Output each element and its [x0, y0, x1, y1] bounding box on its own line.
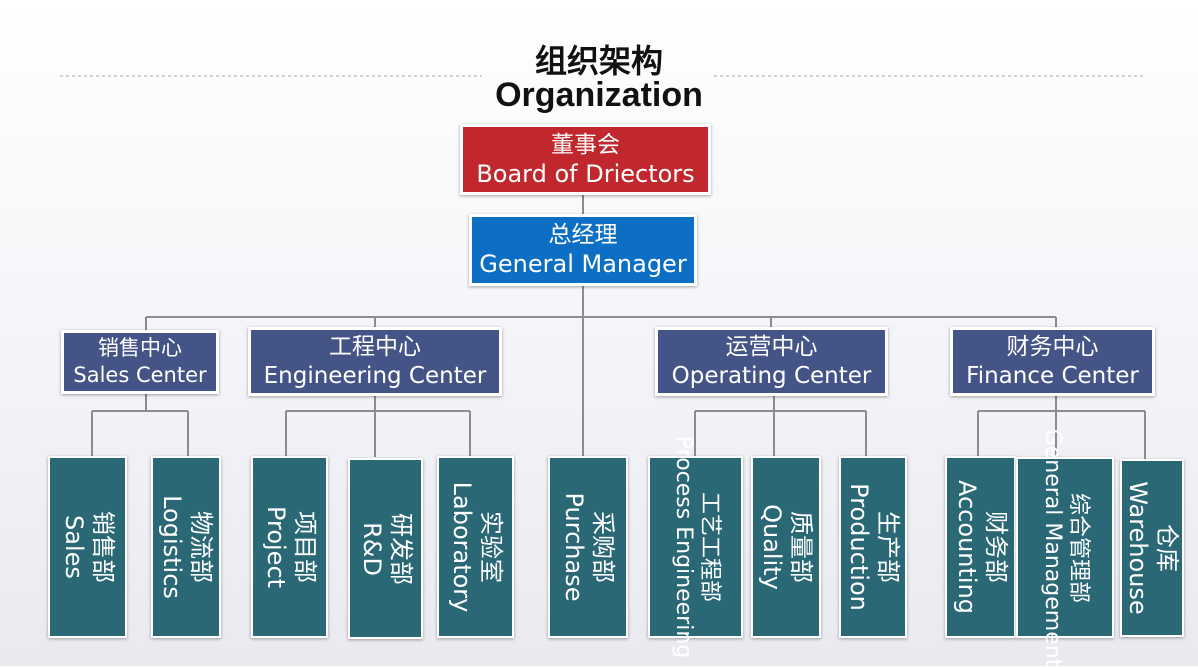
- dept-purchase-cn: 采购部: [589, 510, 617, 583]
- board-label-cn: 董事会: [551, 131, 620, 158]
- dept-warehouse-cn: 仓库: [1153, 523, 1181, 572]
- dept-accounting-cn: 财务部: [981, 510, 1010, 583]
- dept-quality-en: Quality: [758, 504, 786, 590]
- sales-center-cn: 销售中心: [98, 336, 182, 360]
- sales-center-box: 销售中心 Sales Center: [61, 330, 219, 394]
- operating-center-box: 运营中心 Operating Center: [655, 327, 888, 396]
- dept-quality-cn: 质量部: [787, 510, 815, 583]
- dept-process-engineering-en: Process Engineering: [670, 435, 696, 659]
- finance-center-cn: 财务中心: [1006, 333, 1099, 360]
- sales-center-en: Sales Center: [73, 363, 207, 387]
- finance-center-box: 财务中心 Finance Center: [950, 327, 1155, 396]
- dept-project-en: Project: [261, 505, 290, 589]
- engineering-center-cn: 工程中心: [329, 333, 421, 360]
- finance-center-en: Finance Center: [966, 362, 1139, 389]
- dept-rnd-cn: 研发部: [386, 512, 415, 585]
- dept-rnd-en: R&D: [357, 521, 386, 576]
- dept-process-engineering-cn: 工艺工程部: [696, 491, 722, 603]
- dept-sales-cn: 销售部: [88, 511, 117, 583]
- dept-logistics-cn: 物流部: [187, 510, 215, 583]
- dept-production-cn: 生产部: [874, 511, 902, 583]
- title-english: Organization: [495, 76, 703, 114]
- manager-label-en: General Manager: [479, 250, 687, 278]
- dept-accounting-en: Accounting: [952, 479, 981, 615]
- dept-production-en: Production: [845, 483, 873, 611]
- operating-center-en: Operating Center: [671, 362, 872, 389]
- dept-sales-en: Sales: [59, 515, 88, 579]
- general-manager-box: 总经理 General Manager: [469, 214, 697, 286]
- title-chinese: 组织架构: [534, 42, 663, 80]
- dept-laboratory-cn: 实验室: [476, 510, 505, 583]
- engineering-center-box: 工程中心 Engineering Center: [248, 327, 502, 396]
- operating-center-cn: 运营中心: [725, 333, 818, 360]
- board-label-en: Board of Driectors: [476, 159, 695, 188]
- dept-logistics-en: Logistics: [158, 495, 186, 599]
- engineering-center-en: Engineering Center: [263, 362, 487, 389]
- manager-label-cn: 总经理: [548, 222, 618, 248]
- dept-general-management-cn: 综合管理部: [1066, 492, 1091, 603]
- dept-laboratory-en: Laboratory: [447, 481, 476, 613]
- board-of-directors-box: 董事会 Board of Driectors: [460, 124, 711, 195]
- dept-general-management-en: General Management: [1040, 428, 1065, 667]
- dept-purchase-en: Purchase: [560, 492, 588, 602]
- dept-project-cn: 项目部: [290, 511, 319, 583]
- dept-warehouse-en: Warehouse: [1124, 481, 1152, 615]
